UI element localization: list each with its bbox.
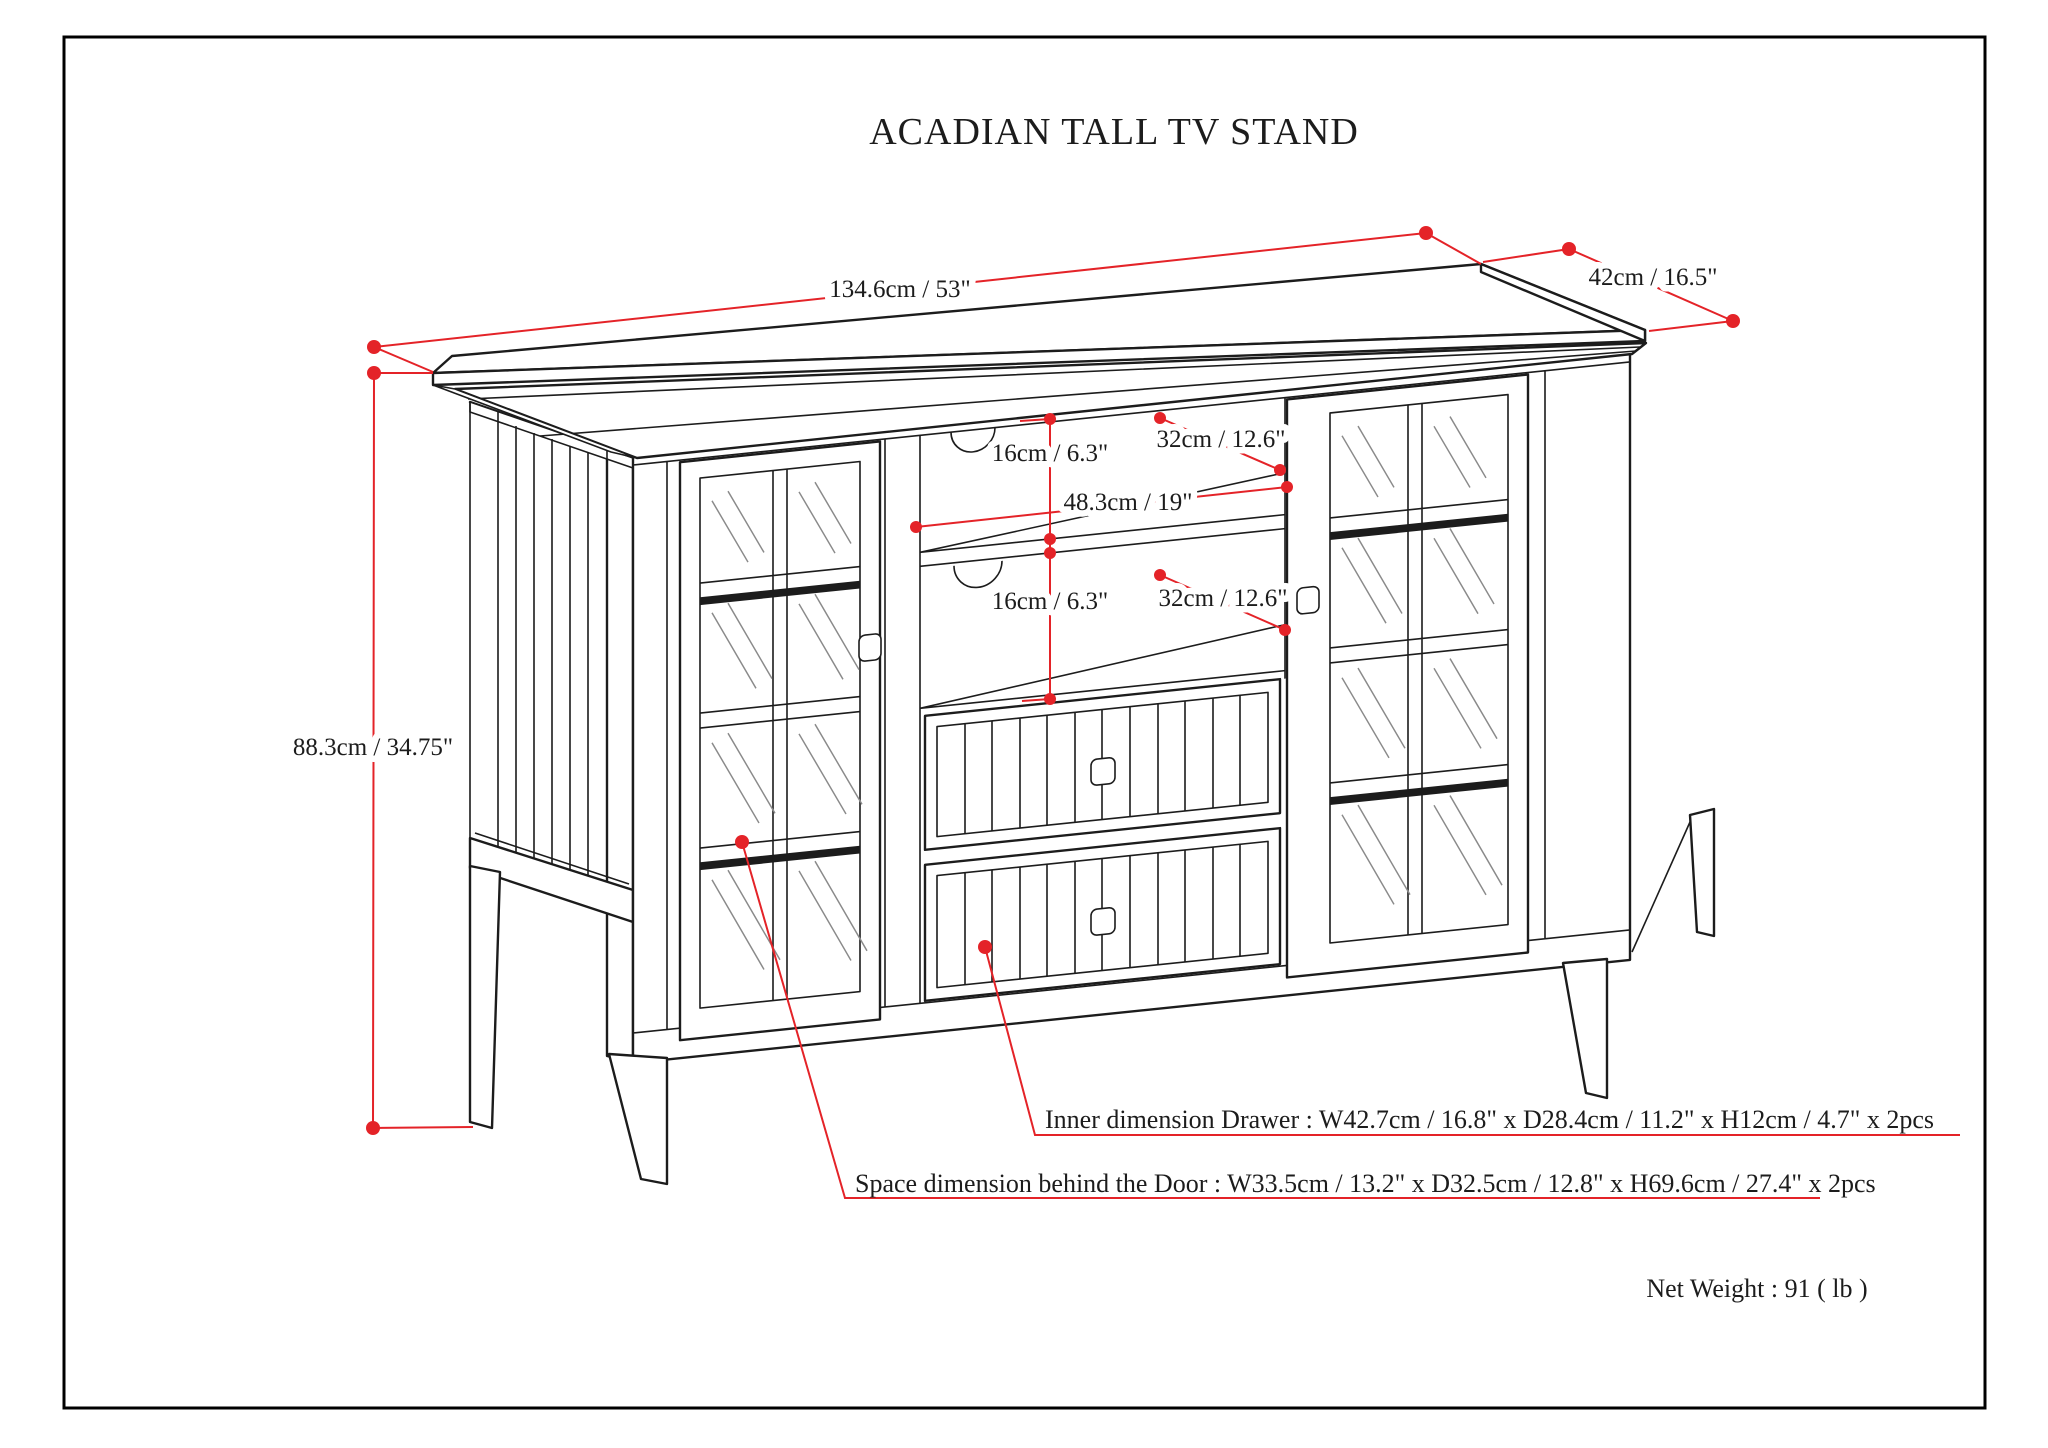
overall-depth-label: 42cm / 16.5" [1589, 264, 1718, 291]
drawer-inner-dimension-note: Inner dimension Drawer : W42.7cm / 16.8"… [1045, 1105, 1934, 1134]
right-door-knob [1296, 585, 1320, 615]
dimension-lines [366, 226, 1960, 1199]
overall-width-label: 134.6cm / 53" [829, 276, 970, 303]
overall-height-label: 88.3cm / 34.75" [293, 734, 453, 761]
front-left-leg [607, 1052, 669, 1186]
tabletop [431, 262, 1647, 387]
drawer-2-knob [1090, 906, 1116, 936]
page-title: ACADIAN TALL TV STAND [869, 111, 1359, 153]
drawer-leader-line [984, 946, 1960, 1136]
crown-molding [432, 341, 1648, 460]
tv-stand-illustration [431, 262, 1716, 1186]
right-glass-door [1285, 373, 1530, 979]
front-right-leg [1561, 957, 1609, 1100]
cable-cutout-bottom [953, 560, 1003, 589]
net-weight-note: Net Weight : 91 ( lb ) [1646, 1274, 1867, 1303]
left-glass-door [678, 440, 882, 1042]
door-leader-line [741, 841, 1820, 1199]
drawer-1-knob [1090, 756, 1116, 786]
bottom-opening-depth-label: 32cm / 12.6" [1159, 585, 1288, 612]
dimension-dots [366, 226, 1740, 1135]
cable-cutout-top [950, 427, 996, 453]
drawer-1 [923, 677, 1282, 852]
bottom-opening-height-label: 16cm / 6.3" [992, 588, 1108, 615]
adjustable-shelf [919, 471, 1286, 568]
top-opening-height-label: 16cm / 6.3" [992, 440, 1108, 467]
rear-right-leg [1688, 807, 1716, 938]
front-face [631, 350, 1632, 1065]
top-opening-depth-label: 32cm / 12.6" [1157, 426, 1286, 453]
legs [607, 807, 1716, 1186]
shelf-compartments [919, 427, 1286, 710]
left-door-knob [858, 633, 882, 662]
rear-left-leg [468, 864, 502, 1130]
door-space-dimension-note: Space dimension behind the Door : W33.5c… [855, 1169, 1876, 1198]
drawer-2 [923, 826, 1282, 1003]
center-opening-width-label: 48.3cm / 19" [1064, 489, 1193, 516]
